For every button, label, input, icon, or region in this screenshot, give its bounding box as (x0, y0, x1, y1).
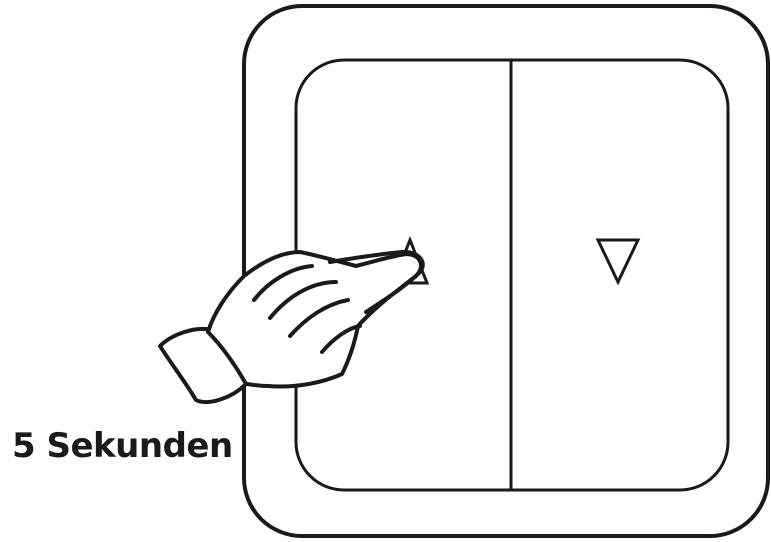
duration-caption: 5 Sekunden (12, 424, 233, 468)
